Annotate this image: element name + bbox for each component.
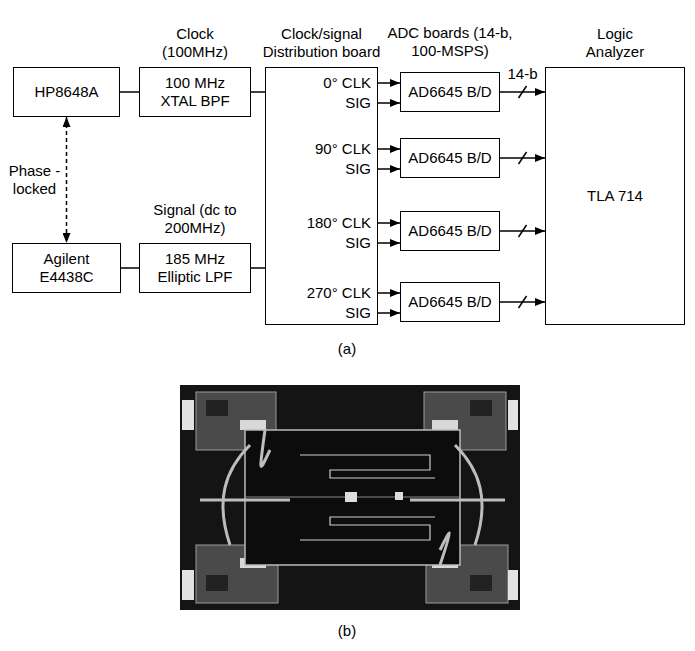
connector	[251, 267, 265, 269]
distribution-board	[245, 430, 460, 565]
column-heading: ADC boards (14-b, 100-MSPS)	[385, 24, 515, 60]
block-box: AD6645 B/D	[400, 138, 500, 178]
connector	[378, 292, 400, 294]
port-label: 270° CLK	[307, 284, 371, 302]
block-box: AD6645 B/D	[400, 72, 500, 112]
connector	[66, 117, 68, 243]
port-label: 0° CLK	[323, 74, 371, 92]
connector	[251, 91, 265, 93]
block-label: Agilent E4438C	[21, 250, 112, 286]
block-box: AD6645 B/D	[400, 211, 500, 251]
photo-ground	[180, 385, 520, 610]
connector	[378, 242, 400, 244]
column-heading: Signal (dc to 200MHz)	[130, 201, 260, 237]
column-heading: Clock/signal Distribution board	[263, 25, 381, 61]
bus-mark	[519, 296, 527, 308]
edge-label: Phase -locked	[9, 162, 61, 198]
block-box: HP8648A	[13, 67, 120, 117]
bus-mark	[519, 152, 527, 164]
cables	[200, 430, 505, 565]
ribbon-connector	[182, 400, 518, 600]
bus-mark	[519, 225, 527, 237]
block-box: AD6645 B/D	[400, 282, 500, 322]
panel-label: (b)	[322, 622, 372, 640]
connector	[378, 312, 400, 314]
block-label: TLA 714	[587, 187, 643, 205]
block-label: AD6645 B/D	[408, 293, 491, 311]
port-label: SIG	[345, 234, 371, 252]
block-box: Signal (dc to 200MHz)185 MHz Elliptic LP…	[139, 243, 251, 293]
block-label: AD6645 B/D	[408, 149, 491, 167]
connector	[378, 168, 400, 170]
bus-mark	[519, 86, 527, 98]
connector	[378, 148, 400, 150]
port-label: 180° CLK	[307, 214, 371, 232]
edge-label: 14-b	[508, 65, 538, 83]
column-heading: Clock (100MHz)	[155, 25, 235, 61]
connector	[378, 102, 400, 104]
port-label: SIG	[345, 304, 371, 322]
panel-label: (a)	[322, 340, 372, 358]
port-label: SIG	[345, 94, 371, 112]
distribution-board: Clock/signal Distribution board0° CLKSIG…	[265, 67, 378, 325]
column-heading: Logic Analyzer	[570, 25, 660, 61]
port-label: SIG	[345, 160, 371, 178]
block-box: Agilent E4438C	[12, 243, 121, 293]
block-box: Clock (100MHz)100 MHz XTAL BPF	[139, 67, 251, 117]
block-label: HP8648A	[34, 83, 98, 101]
block-box: Logic AnalyzerTLA 714	[545, 67, 685, 325]
block-label: 100 MHz XTAL BPF	[152, 74, 238, 110]
connector	[120, 91, 139, 93]
block-label: AD6645 B/D	[408, 222, 491, 240]
block-label: AD6645 B/D	[408, 83, 491, 101]
connector	[378, 222, 400, 224]
connector	[121, 267, 139, 269]
block-label: 185 MHz Elliptic LPF	[152, 250, 238, 286]
port-label: 90° CLK	[315, 140, 371, 158]
connector	[378, 82, 400, 84]
